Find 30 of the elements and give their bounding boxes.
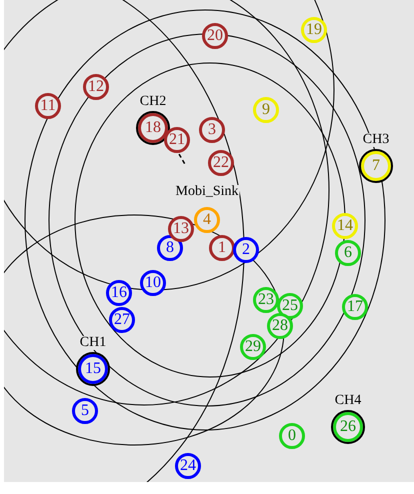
sensor-node: 17	[342, 294, 368, 320]
sensor-node: 10	[140, 270, 166, 296]
sensor-node: 11	[35, 93, 61, 119]
sensor-node: 5	[72, 398, 98, 424]
sensor-node: 4	[194, 207, 220, 233]
cluster-head-node: 7	[359, 149, 393, 183]
cluster-head-node: 15	[76, 352, 110, 386]
sink-label: Mobi_Sink	[174, 185, 240, 199]
sensor-node: 3	[199, 117, 225, 143]
sensor-node: 6	[335, 240, 361, 266]
sensor-node: 21	[164, 127, 190, 153]
sensor-node: 0	[279, 423, 305, 449]
sensor-node: 2	[233, 237, 259, 263]
sensor-node: 13	[168, 216, 194, 242]
sensor-node: 14	[332, 213, 358, 239]
sensor-node: 16	[106, 280, 132, 306]
sensor-node: 27	[109, 307, 135, 333]
sensor-node: 1	[209, 235, 235, 261]
sensor-node: 20	[202, 23, 228, 49]
sensor-node: 29	[240, 334, 266, 360]
sensor-node: 19	[301, 17, 327, 43]
sensor-node: 22	[208, 150, 234, 176]
sensor-node: 23	[253, 287, 279, 313]
sensor-node: 12	[83, 74, 109, 100]
cluster-head-label: CH3	[362, 133, 390, 147]
cluster-head-node: 26	[331, 410, 365, 444]
sensor-node: 9	[253, 97, 279, 123]
sensor-node: 24	[175, 453, 201, 479]
cluster-head-label: CH1	[78, 336, 108, 350]
sensor-node: 28	[267, 313, 293, 339]
